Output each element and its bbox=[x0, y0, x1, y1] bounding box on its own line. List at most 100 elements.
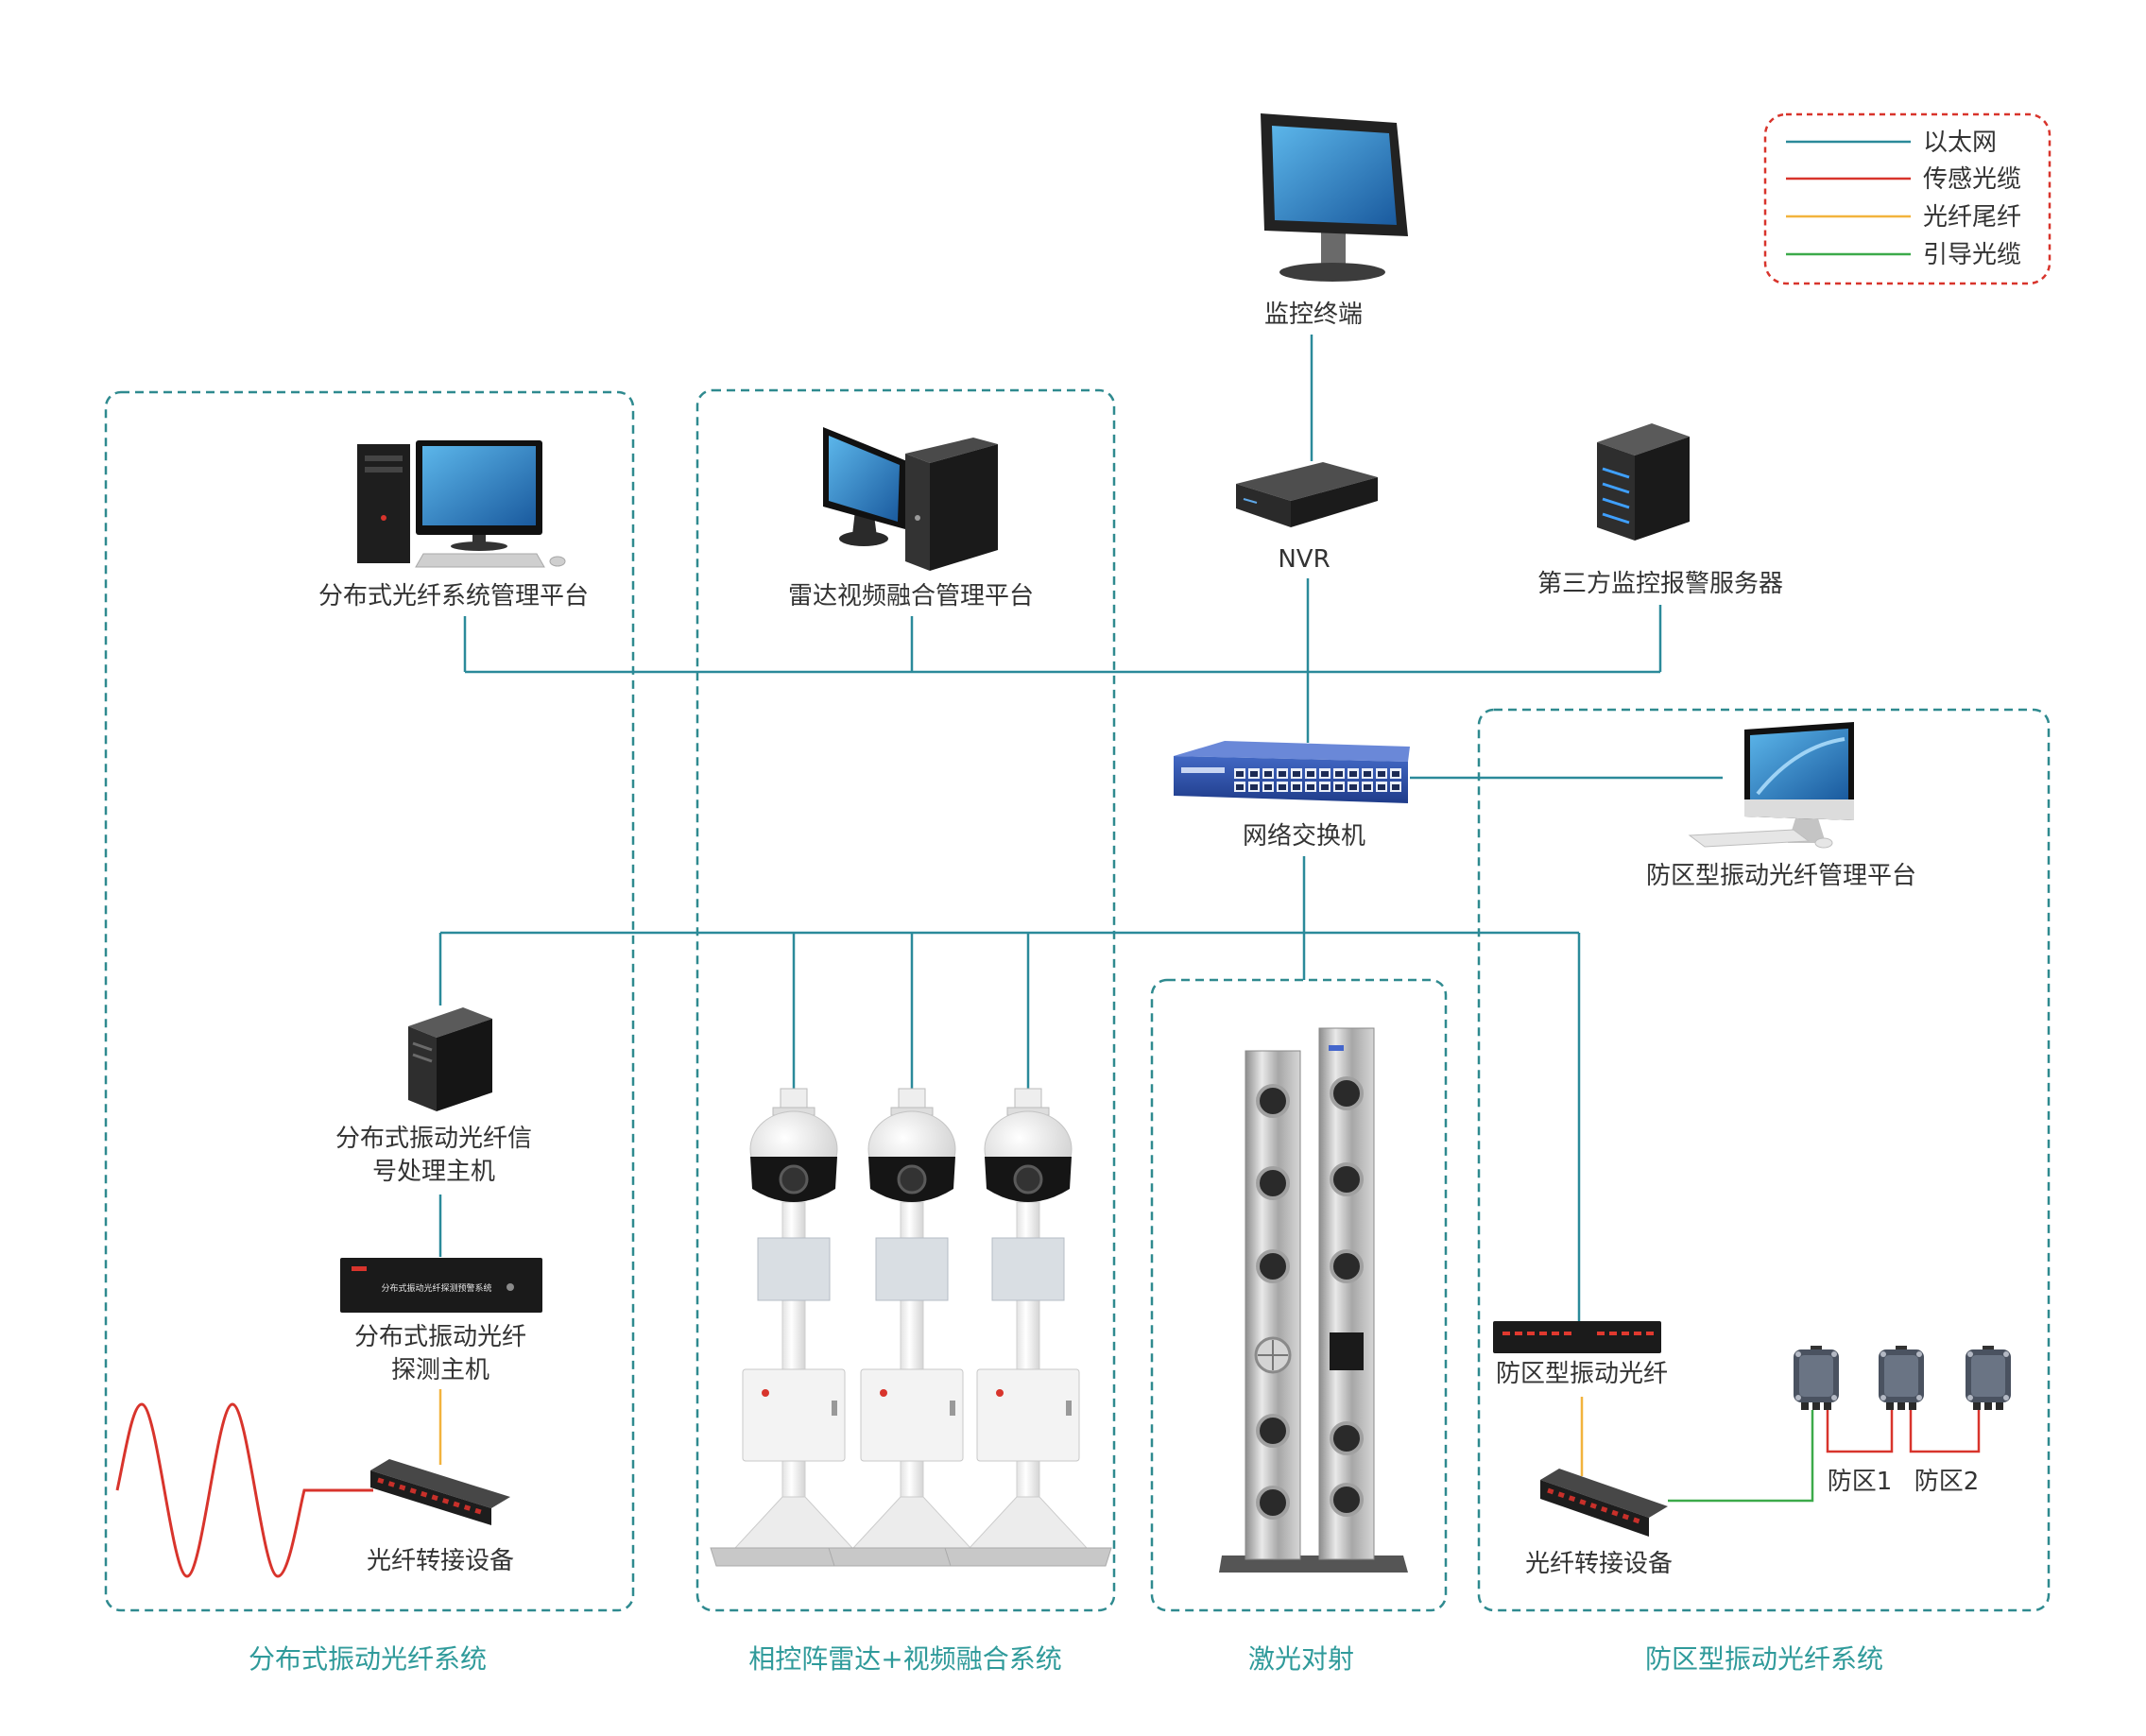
zone-device-icon bbox=[1493, 1321, 1661, 1353]
signal-host-server-icon bbox=[408, 1007, 492, 1111]
dist-platform-computer-icon bbox=[357, 440, 566, 568]
laser-post-right bbox=[1318, 1027, 1375, 1560]
pc-keyboard bbox=[415, 553, 545, 568]
nvr-light bbox=[1243, 498, 1258, 504]
server-light bbox=[1602, 467, 1630, 479]
laser-control-module bbox=[1330, 1332, 1364, 1370]
pc-monitor-neck bbox=[472, 535, 486, 544]
mouse-icon bbox=[1814, 837, 1833, 849]
legend-label-sensing-cable: 传感光缆 bbox=[1923, 165, 2021, 194]
guide-cable bbox=[1668, 1410, 1814, 1503]
switch-top bbox=[1174, 741, 1410, 762]
laser-lens bbox=[1330, 1483, 1364, 1517]
pc-tower-drive bbox=[365, 467, 403, 473]
imac-screen bbox=[1750, 729, 1848, 799]
server-side bbox=[1635, 437, 1690, 541]
patch-panel-left-icon bbox=[370, 1459, 510, 1525]
ethernet-links bbox=[438, 335, 1723, 1321]
system-label-distributed-fiber: 分布式振动光纤系统 bbox=[249, 1643, 487, 1675]
zone-1-label: 防区1 bbox=[1828, 1468, 1893, 1496]
switch-badge bbox=[1181, 767, 1225, 773]
ptz-camera-2 bbox=[827, 1087, 997, 1568]
patch-ports bbox=[1547, 1487, 1643, 1525]
imac-wallpaper-swirl bbox=[1756, 737, 1846, 796]
laser-lens bbox=[1330, 1249, 1364, 1283]
laser-lens bbox=[1256, 1084, 1290, 1118]
system-label-radar-video: 相控阵雷达+视频融合系统 bbox=[748, 1643, 1061, 1675]
zone-device-body bbox=[1493, 1321, 1661, 1353]
host-drive-slot bbox=[412, 1053, 433, 1063]
signal-host-label-line1: 分布式振动光纤信 bbox=[335, 1125, 532, 1153]
radar-pc-monitor-base bbox=[839, 531, 888, 546]
nvr-label: NVR bbox=[1278, 545, 1330, 574]
switch-ports bbox=[1233, 767, 1403, 794]
pc-monitor-screen bbox=[422, 446, 536, 525]
third-party-server-icon bbox=[1597, 423, 1690, 541]
patch-front bbox=[370, 1470, 491, 1525]
third-party-server-label: 第三方监控报警服务器 bbox=[1537, 570, 1783, 598]
imac-chin bbox=[1744, 799, 1854, 820]
junction-box-2 bbox=[1879, 1346, 1924, 1410]
monitor-terminal-icon bbox=[1261, 113, 1408, 282]
zone-platform-computer-icon bbox=[1688, 722, 1854, 849]
zone-2-label: 防区2 bbox=[1914, 1468, 1980, 1496]
nvr-front bbox=[1236, 484, 1291, 527]
patch-panel-right-icon bbox=[1540, 1469, 1668, 1537]
host-drive-slot bbox=[412, 1041, 433, 1052]
monitor-neck bbox=[1321, 232, 1346, 268]
server-light bbox=[1602, 497, 1630, 509]
signal-host-label-line2: 号处理主机 bbox=[372, 1158, 495, 1186]
laser-lens bbox=[1330, 1162, 1364, 1196]
junction-box-3 bbox=[1966, 1346, 2011, 1410]
pc-monitor-base bbox=[451, 541, 507, 551]
radar-pc-power-icon bbox=[915, 515, 920, 521]
pc-power-icon bbox=[381, 515, 386, 521]
laser-lens bbox=[1256, 1486, 1290, 1520]
radar-pc-tower-front bbox=[905, 454, 930, 571]
nvr-side bbox=[1291, 477, 1378, 527]
legend: 以太网 传感光缆 光纤尾纤 引导光缆 bbox=[1763, 112, 2052, 285]
radar-pc-monitor-screen bbox=[829, 436, 900, 522]
patch-top bbox=[370, 1459, 510, 1508]
network-switch-icon bbox=[1174, 741, 1410, 803]
pc-tower bbox=[357, 444, 410, 563]
network-switch-label: 网络交换机 bbox=[1243, 822, 1365, 851]
group-distributed-fiber bbox=[104, 390, 635, 1612]
junction-box-1 bbox=[1794, 1346, 1839, 1410]
nvr-icon bbox=[1236, 462, 1378, 527]
sensing-cable-zone1 bbox=[1826, 1410, 1894, 1453]
server-light bbox=[1602, 512, 1630, 524]
rack-panel-text: 分布式振动光纤探测预警系统 bbox=[381, 1282, 491, 1294]
laser-beam-posts-icon bbox=[1219, 1027, 1408, 1573]
legend-label-guide-cable: 引导光缆 bbox=[1923, 241, 2021, 269]
patch-right-label: 光纤转接设备 bbox=[1525, 1550, 1673, 1578]
detect-host-label-line1: 分布式振动光纤 bbox=[354, 1323, 526, 1351]
legend-label-ethernet: 以太网 bbox=[1923, 129, 1997, 157]
laser-lens bbox=[1256, 1249, 1290, 1283]
group-zone-fiber bbox=[1477, 708, 2051, 1612]
radar-platform-computer-icon bbox=[823, 427, 998, 571]
pc-mouse-icon bbox=[549, 556, 566, 567]
monitor-terminal-label: 监控终端 bbox=[1264, 301, 1363, 329]
laser-post-tag bbox=[1329, 1045, 1344, 1051]
rack-unit bbox=[340, 1258, 542, 1313]
monitor-base bbox=[1279, 263, 1385, 282]
keyboard bbox=[1688, 829, 1811, 848]
system-label-laser: 激光对射 bbox=[1248, 1643, 1354, 1675]
radar-platform-label: 雷达视频融合管理平台 bbox=[788, 582, 1034, 610]
dist-platform-label: 分布式光纤系统管理平台 bbox=[318, 582, 589, 610]
server-top bbox=[1597, 423, 1690, 455]
sensing-cable-zone2 bbox=[1909, 1410, 1981, 1453]
detect-host-rack-icon: 分布式振动光纤探测预警系统 bbox=[340, 1258, 542, 1313]
zone-device-label: 防区型振动光纤 bbox=[1496, 1360, 1668, 1388]
pc-tower-drive bbox=[365, 455, 403, 461]
ptz-camera-3 bbox=[943, 1087, 1113, 1568]
legend-border bbox=[1763, 112, 2052, 285]
rack-logo-icon bbox=[352, 1266, 367, 1271]
zone-platform-label: 防区型振动光纤管理平台 bbox=[1646, 862, 1916, 890]
patch-ports bbox=[377, 1477, 485, 1516]
host-front bbox=[408, 1026, 437, 1111]
system-label-zone-fiber: 防区型振动光纤系统 bbox=[1645, 1643, 1883, 1675]
patch-top bbox=[1540, 1469, 1668, 1518]
